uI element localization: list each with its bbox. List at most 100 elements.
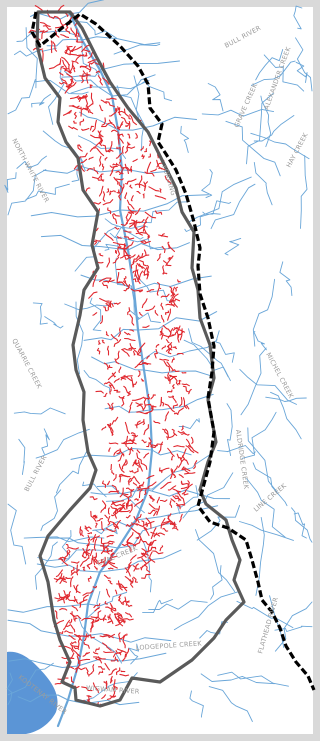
disturbance-mark xyxy=(78,599,88,604)
disturbance-mark xyxy=(113,613,123,619)
disturbance-mark xyxy=(116,125,121,131)
disturbance-mark xyxy=(99,315,103,325)
disturbance-mark xyxy=(112,213,120,217)
disturbance-mark xyxy=(154,195,167,200)
disturbance-mark xyxy=(182,397,188,409)
disturbance-mark xyxy=(154,309,159,316)
disturbance-mark xyxy=(136,403,143,407)
disturbance-mark xyxy=(118,190,122,201)
disturbance-mark xyxy=(94,606,100,612)
disturbance-mark xyxy=(108,111,117,117)
disturbance-mark xyxy=(167,447,175,457)
disturbance-mark xyxy=(64,69,72,74)
disturbance-mark xyxy=(165,255,174,267)
disturbance-mark xyxy=(110,427,114,436)
disturbance-mark xyxy=(99,134,103,145)
disturbance-mark xyxy=(164,376,170,381)
disturbance-mark xyxy=(121,653,127,662)
disturbance-mark xyxy=(99,277,112,283)
disturbance-mark xyxy=(136,523,148,530)
disturbance-mark xyxy=(68,80,73,88)
disturbance-mark xyxy=(58,592,65,604)
disturbance-mark xyxy=(75,661,81,673)
river-tributary xyxy=(246,478,286,538)
disturbance-mark xyxy=(161,345,166,350)
river-tributary xyxy=(199,621,229,639)
disturbance-mark xyxy=(113,685,118,690)
disturbance-mark xyxy=(117,580,123,591)
disturbance-mark xyxy=(185,438,193,449)
disturbance-mark xyxy=(172,384,175,389)
disturbance-mark xyxy=(181,455,189,465)
disturbance-mark xyxy=(117,110,126,114)
disturbance-mark xyxy=(139,259,147,267)
river-tributary xyxy=(84,590,101,628)
disturbance-mark xyxy=(83,641,90,649)
disturbance-mark xyxy=(82,594,89,602)
river-tributary xyxy=(246,93,274,165)
disturbance-mark xyxy=(173,445,185,448)
river-tributary xyxy=(300,155,308,229)
disturbance-mark xyxy=(144,489,147,495)
disturbance-mark xyxy=(156,253,162,262)
disturbance-mark xyxy=(125,541,137,547)
continental-divide xyxy=(30,11,316,691)
disturbance-mark xyxy=(99,104,104,112)
disturbance-mark xyxy=(93,552,97,566)
river-tributary xyxy=(195,529,236,593)
disturbance-mark xyxy=(71,60,79,64)
river-tributary xyxy=(48,65,65,125)
disturbance-mark xyxy=(71,641,77,645)
disturbance-mark xyxy=(132,459,137,467)
disturbance-mark xyxy=(141,439,147,444)
disturbance-mark xyxy=(156,505,161,516)
disturbance-mark xyxy=(147,481,157,488)
disturbance-mark xyxy=(179,328,183,341)
disturbance-mark xyxy=(83,633,88,642)
disturbance-mark xyxy=(97,617,107,621)
disturbance-mark xyxy=(117,246,129,250)
disturbance-mark xyxy=(108,422,112,428)
disturbance-mark xyxy=(137,481,145,489)
disturbance-mark xyxy=(122,280,130,288)
river-branch xyxy=(79,111,119,131)
disturbance-mark xyxy=(109,613,114,625)
disturbance-mark xyxy=(132,158,138,163)
disturbance-mark xyxy=(75,584,79,593)
disturbance-mark xyxy=(107,633,116,638)
disturbance-mark xyxy=(146,289,155,293)
disturbance-mark xyxy=(134,498,139,502)
disturbance-mark xyxy=(106,548,110,553)
disturbance-mark xyxy=(132,381,138,388)
disturbance-mark xyxy=(168,244,176,253)
disturbance-mark xyxy=(67,549,71,555)
disturbance-mark xyxy=(170,498,176,503)
disturbance-mark xyxy=(79,526,82,536)
disturbance-mark xyxy=(70,566,75,575)
river-tributary xyxy=(44,316,64,329)
disturbance-mark xyxy=(112,523,119,530)
river-branch xyxy=(91,356,145,371)
disturbance-mark xyxy=(121,183,125,194)
disturbance-mark xyxy=(135,132,138,139)
disturbance-mark xyxy=(102,144,108,153)
disturbance-mark xyxy=(59,576,68,583)
disturbance-mark xyxy=(126,564,132,574)
disturbance-mark xyxy=(92,119,97,133)
disturbance-mark xyxy=(130,527,141,535)
disturbance-mark xyxy=(77,637,81,649)
disturbance-mark xyxy=(74,617,78,622)
disturbance-mark xyxy=(123,230,132,233)
disturbance-mark xyxy=(111,484,119,494)
disturbance-mark xyxy=(107,207,112,215)
river-tributary xyxy=(133,75,145,152)
river-tributary xyxy=(279,261,293,297)
disturbance-mark xyxy=(140,378,145,382)
disturbance-mark xyxy=(170,286,176,297)
disturbance-mark xyxy=(160,521,170,526)
disturbance-mark xyxy=(144,148,148,153)
disturbance-mark xyxy=(170,522,177,525)
disturbance-mark xyxy=(98,670,104,675)
disturbance-mark xyxy=(110,190,116,193)
disturbance-mark xyxy=(158,167,167,171)
